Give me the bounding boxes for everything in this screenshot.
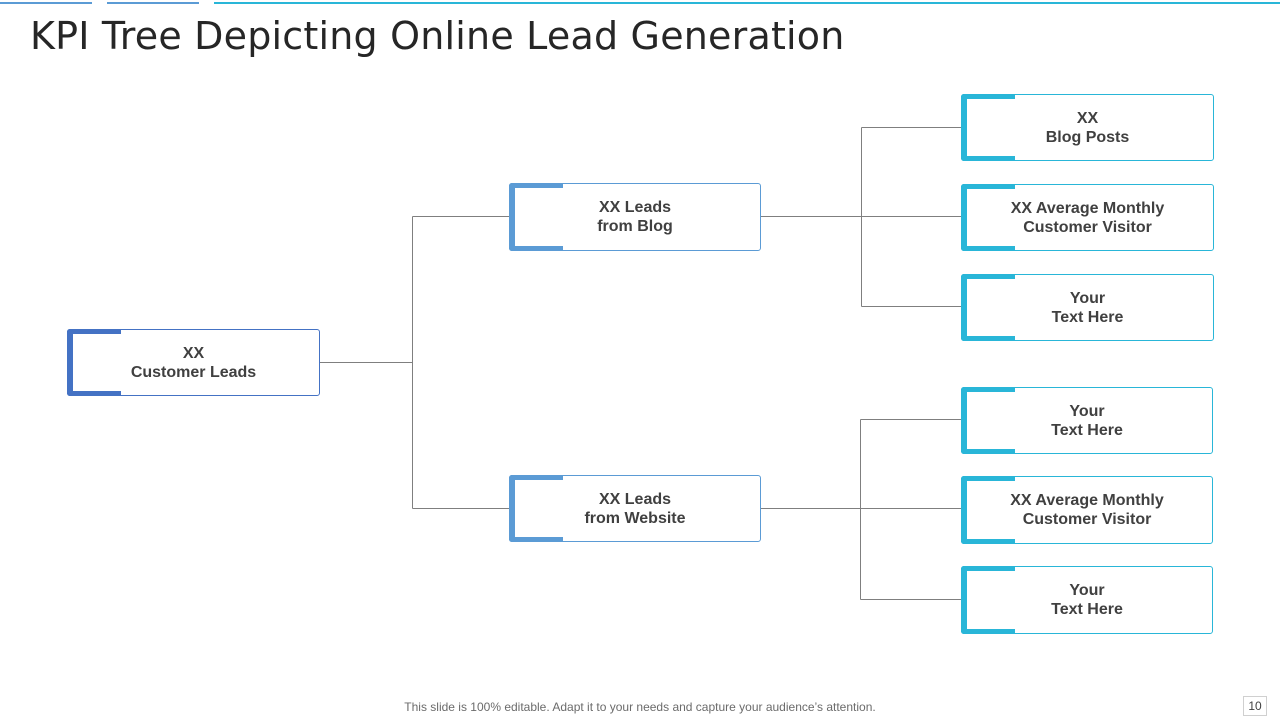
leaf-node-average-monthly-visitor-website: XX Average Monthly Customer Visitor [961,476,1213,544]
leaf-node-average-monthly-visitor-blog: XX Average Monthly Customer Visitor [961,184,1214,251]
node-accent-bracket [509,183,563,251]
top-accent-bar-1 [0,2,92,4]
node-label-line1: XX Average Monthly [1010,492,1164,509]
root-node-customer-leads: XX Customer Leads [67,329,320,396]
node-label-line1: XX Leads [598,490,672,508]
branch-node-leads-from-blog: XX Leads from Blog [509,183,761,251]
page-number: 10 [1243,696,1267,716]
leaf-node-your-text-website-2: Your Text Here [961,566,1213,634]
slide-title: KPI Tree Depicting Online Lead Generatio… [30,14,845,58]
node-label-line2: Customer Leads [130,363,257,381]
connector-blog-to-leaves [760,127,962,307]
node-label-line1: XX Average Monthly [1010,199,1165,217]
node-label-line2: Customer Visitor [1022,511,1152,528]
node-accent-bracket [961,274,1015,341]
top-accent-bar-2 [107,2,199,4]
leaf-node-your-text-blog: Your Text Here [961,274,1214,341]
connector-website-to-leaves [760,419,962,600]
node-accent-bracket [961,566,1015,634]
node-label-line2: Text Here [1051,601,1123,618]
leaf-node-blog-posts: XX Blog Posts [961,94,1214,161]
node-label-line2: from Blog [597,218,673,235]
top-accent-bar-3 [214,2,1280,4]
node-label-line2: Customer Visitor [1023,218,1152,236]
node-accent-bracket [961,387,1015,454]
node-label-line1: Your [1069,402,1105,420]
node-accent-bracket [509,475,563,542]
node-accent-bracket [961,184,1015,251]
node-label-line1: XX [1076,109,1099,127]
node-label-line1: Your [1069,289,1106,307]
node-label-line2: from Website [584,509,686,527]
node-label-line1: XX Leads [598,199,672,216]
node-accent-bracket [961,476,1015,544]
branch-node-leads-from-website: XX Leads from Website [509,475,761,542]
node-accent-bracket [961,94,1015,161]
node-label-line2: Blog Posts [1045,128,1130,146]
node-label-line2: Text Here [1051,421,1123,439]
node-label-line2: Text Here [1051,308,1124,326]
node-label-line1: Your [1069,582,1105,599]
footer-note: This slide is 100% editable. Adapt it to… [404,700,876,714]
connector-root-to-branches [320,216,510,509]
leaf-node-your-text-website-1: Your Text Here [961,387,1213,454]
node-label-line1: XX [182,344,205,362]
node-accent-bracket [67,329,121,396]
